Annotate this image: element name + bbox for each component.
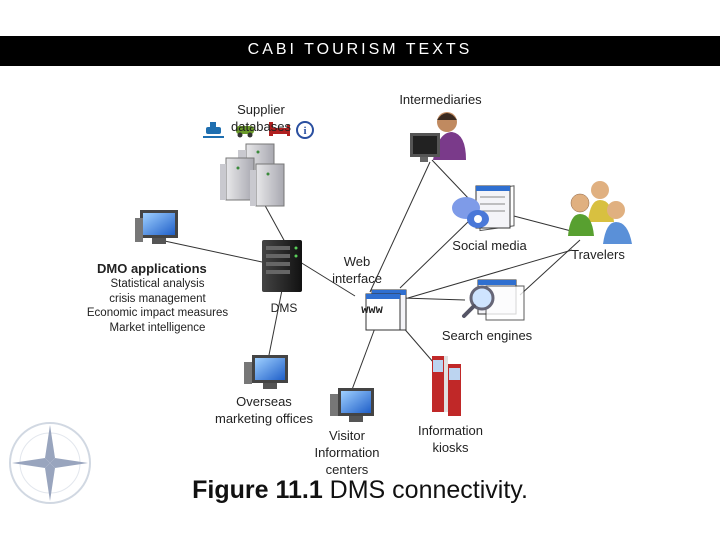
- line-web-visitor: [349, 319, 379, 396]
- dmo-applications-list: Statistical analysis crisis management E…: [80, 277, 235, 335]
- bed-icon: [269, 122, 290, 136]
- line-intermediaries-social: [431, 159, 471, 201]
- ship-icon: [203, 122, 224, 138]
- figure-number: Figure 11.1: [192, 476, 323, 504]
- figure-caption-text: DMS connectivity.: [322, 476, 528, 504]
- www-label: www: [361, 303, 383, 317]
- line-supplier-dms: [261, 199, 286, 243]
- information-kiosks-label: Information kiosks: [417, 423, 484, 455]
- web-interface-label: Web interface: [332, 254, 382, 286]
- svg-text:i: i: [303, 125, 306, 137]
- travelers-icon: [568, 181, 632, 244]
- supplier-databases-label: Supplier databases: [231, 102, 291, 134]
- overseas-offices-label: Overseas marketing offices: [214, 394, 314, 426]
- dmo-computer-icon: [135, 210, 178, 244]
- car-icon: [236, 126, 254, 138]
- line-dms-overseas: [267, 289, 283, 361]
- social-media-icon: [452, 185, 515, 232]
- line-dms-web: [299, 261, 356, 297]
- database-servers-icon: [220, 143, 285, 207]
- dmo-item: Economic impact measures: [86, 307, 229, 319]
- search-engine-icon: [462, 279, 525, 321]
- visitor-centers-label: Visitor Information centers: [314, 428, 380, 477]
- line-travelers-web: [407, 249, 573, 299]
- title-banner: CABI TOURISM TEXTS: [0, 36, 720, 66]
- figure-caption: Figure 11.1 DMS connectivity.: [100, 476, 620, 505]
- dms-label: DMS: [270, 301, 298, 315]
- line-travelers-search: [519, 239, 581, 296]
- dmo-item: Market intelligence: [109, 321, 206, 334]
- dmo-item: Statistical analysis: [110, 278, 205, 290]
- line-web-social: [399, 219, 471, 289]
- intermediaries-operator-icon: [410, 112, 466, 162]
- overseas-computer-icon: [244, 355, 288, 389]
- visitor-center-computer-icon: [330, 388, 374, 422]
- banner-title: CABI TOURISM TEXTS: [247, 41, 473, 58]
- social-media-label: Social media: [452, 238, 527, 253]
- travelers-label: Travelers: [571, 247, 625, 262]
- info-icon: i: [296, 121, 314, 139]
- dmo-item: crisis management: [109, 292, 206, 305]
- web-browser-icon: [365, 289, 407, 331]
- dmo-applications-title: DMO applications: [97, 261, 207, 276]
- dms-server-icon: [262, 240, 302, 292]
- line-web-intermediaries: [369, 161, 431, 293]
- compass-rose-watermark: [9, 422, 91, 504]
- information-kiosk-icon: [432, 356, 461, 416]
- supplier-icons: i: [203, 121, 314, 139]
- line-travelers-social: [509, 214, 576, 233]
- line-web-search: [401, 297, 466, 301]
- line-dmo-dms: [159, 239, 263, 263]
- intermediaries-label: Intermediaries: [399, 92, 482, 107]
- search-engines-label: Search engines: [441, 328, 533, 343]
